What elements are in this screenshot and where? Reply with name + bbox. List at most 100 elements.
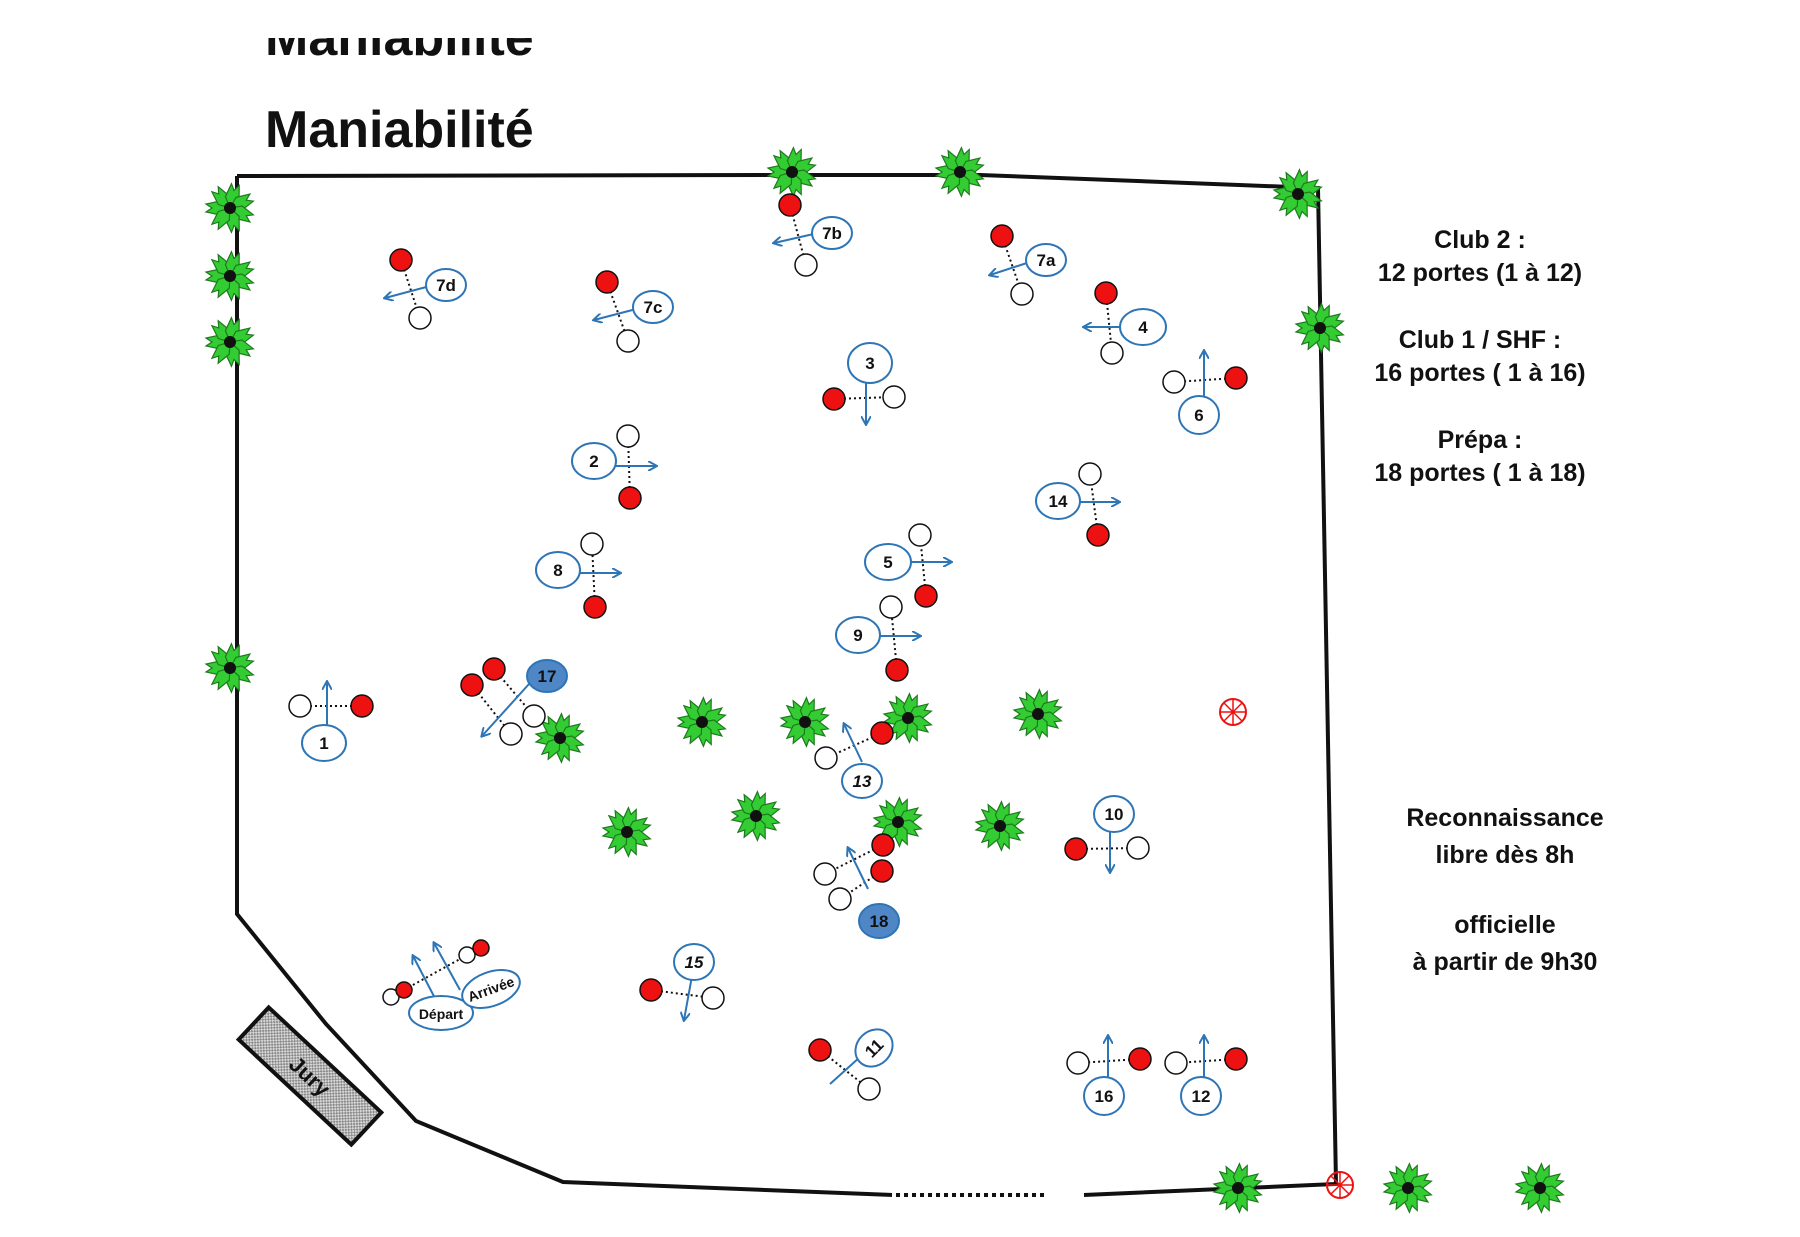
gate-number: 7b: [811, 216, 853, 250]
wheel-marker: [1219, 698, 1247, 726]
gate-17: 17: [460, 657, 568, 746]
gate-number: 8: [535, 551, 581, 589]
tree-icon: [766, 146, 817, 198]
wheel-marker: [1326, 1171, 1354, 1199]
direction-arrow: [774, 232, 819, 243]
gate-label: 6: [1194, 406, 1203, 425]
tree-icon: [534, 712, 585, 764]
white-post: [1078, 462, 1102, 486]
gate-number: 11: [854, 1028, 894, 1068]
tree-icon: [204, 250, 255, 302]
gate-8: 8: [535, 532, 620, 619]
gate-label: 16: [1095, 1087, 1114, 1106]
level-name: Club 2 :: [1434, 226, 1526, 254]
tree-icon: [1294, 302, 1345, 354]
white-post: [1010, 282, 1034, 306]
white-post: [1162, 370, 1186, 394]
tree-icon: [204, 642, 255, 694]
gate-number: 15: [673, 943, 715, 981]
red-post: [618, 486, 642, 510]
gate-12: 12: [1164, 1036, 1248, 1116]
gate-number: 7d: [425, 268, 467, 302]
tree-icon: [1212, 1162, 1263, 1214]
tree-icon: [601, 806, 652, 858]
gate-number: 1: [301, 724, 347, 762]
gate-7a: 7a: [990, 224, 1067, 306]
white-post: [408, 306, 432, 330]
white-post: [580, 532, 604, 556]
level-name: Club 1 / SHF :: [1398, 326, 1562, 354]
start-label: Départ: [419, 1006, 464, 1022]
gate-9: 9: [835, 595, 920, 682]
jury-box: Jury: [235, 1004, 385, 1148]
direction-arrow: [844, 724, 863, 763]
gate-7c: 7c: [594, 270, 674, 353]
direction-arrow: [990, 261, 1031, 275]
gate-5: 5: [864, 523, 951, 608]
tree-icon: [204, 182, 255, 234]
red-post: [885, 658, 909, 682]
gate-label: 13: [853, 772, 872, 791]
white-post: [499, 722, 523, 746]
gate-7b: 7b: [774, 193, 853, 277]
red-post: [1128, 1047, 1152, 1071]
gate-16: 16: [1066, 1036, 1152, 1116]
gate-18: 18: [813, 833, 900, 939]
gate-7d: 7d: [385, 248, 467, 330]
arena-fence: [235, 176, 893, 1197]
level-gates: 12 portes (1 à 12): [1377, 259, 1583, 287]
gate-number: 4: [1119, 308, 1167, 346]
tree-icon: [1012, 688, 1063, 740]
gate-label: 7d: [436, 276, 456, 295]
gate-label: 5: [883, 553, 892, 572]
gate-number: 5: [864, 543, 912, 581]
red-post: [990, 224, 1014, 248]
title-ghost-text: Maniabilité: [265, 38, 534, 56]
gate-label: 1: [319, 734, 328, 753]
red-post: [778, 193, 802, 217]
white-post: [616, 424, 640, 448]
white-post: [813, 862, 837, 886]
red-post: [482, 657, 506, 681]
white-post: [908, 523, 932, 547]
gate-label: 14: [1049, 492, 1068, 511]
reconnaissance-time: à partir de 9h30: [1412, 948, 1598, 976]
gate-label: 4: [1138, 318, 1148, 337]
gate-number: 2: [571, 442, 617, 480]
gate-number: 12: [1180, 1076, 1222, 1116]
gate-label: 17: [538, 667, 557, 686]
white-post: [1100, 341, 1124, 365]
white-post: [828, 887, 852, 911]
gate-label: 10: [1105, 805, 1124, 824]
red-post: [583, 595, 607, 619]
tree-icon: [882, 692, 933, 744]
gate-label: 7a: [1037, 251, 1056, 270]
gate-4: 4: [1084, 281, 1167, 365]
gate-3: 3: [822, 342, 906, 424]
white-post: [879, 595, 903, 619]
levels-panel: Club 2 : 12 portes (1 à 12) Club 1 / SHF…: [1340, 224, 1620, 490]
gate-number: 17: [526, 659, 568, 693]
tree-icon: [730, 790, 781, 842]
gate-number: 16: [1083, 1076, 1125, 1116]
reconnaissance-panel: Reconnaissance libre dès 8h officielle à…: [1380, 800, 1630, 981]
white-post: [616, 329, 640, 353]
title-ghost: Maniabilité: [265, 38, 534, 56]
trees: [204, 146, 1565, 1214]
red-post: [1224, 1047, 1248, 1071]
gate-number: 14: [1035, 482, 1081, 520]
red-post: [460, 673, 484, 697]
gate-label: 9: [853, 626, 862, 645]
gate-label: 8: [553, 561, 562, 580]
gate-number: 7a: [1025, 243, 1067, 277]
red-post: [389, 248, 413, 272]
white-post: [882, 385, 906, 409]
gate-number: 9: [835, 616, 881, 654]
red-post: [595, 270, 619, 294]
reconnaissance-title: Reconnaissance: [1406, 804, 1604, 832]
tree-icon: [1272, 168, 1323, 220]
gate-14: 14: [1035, 462, 1119, 547]
tree-icon: [1382, 1162, 1433, 1214]
